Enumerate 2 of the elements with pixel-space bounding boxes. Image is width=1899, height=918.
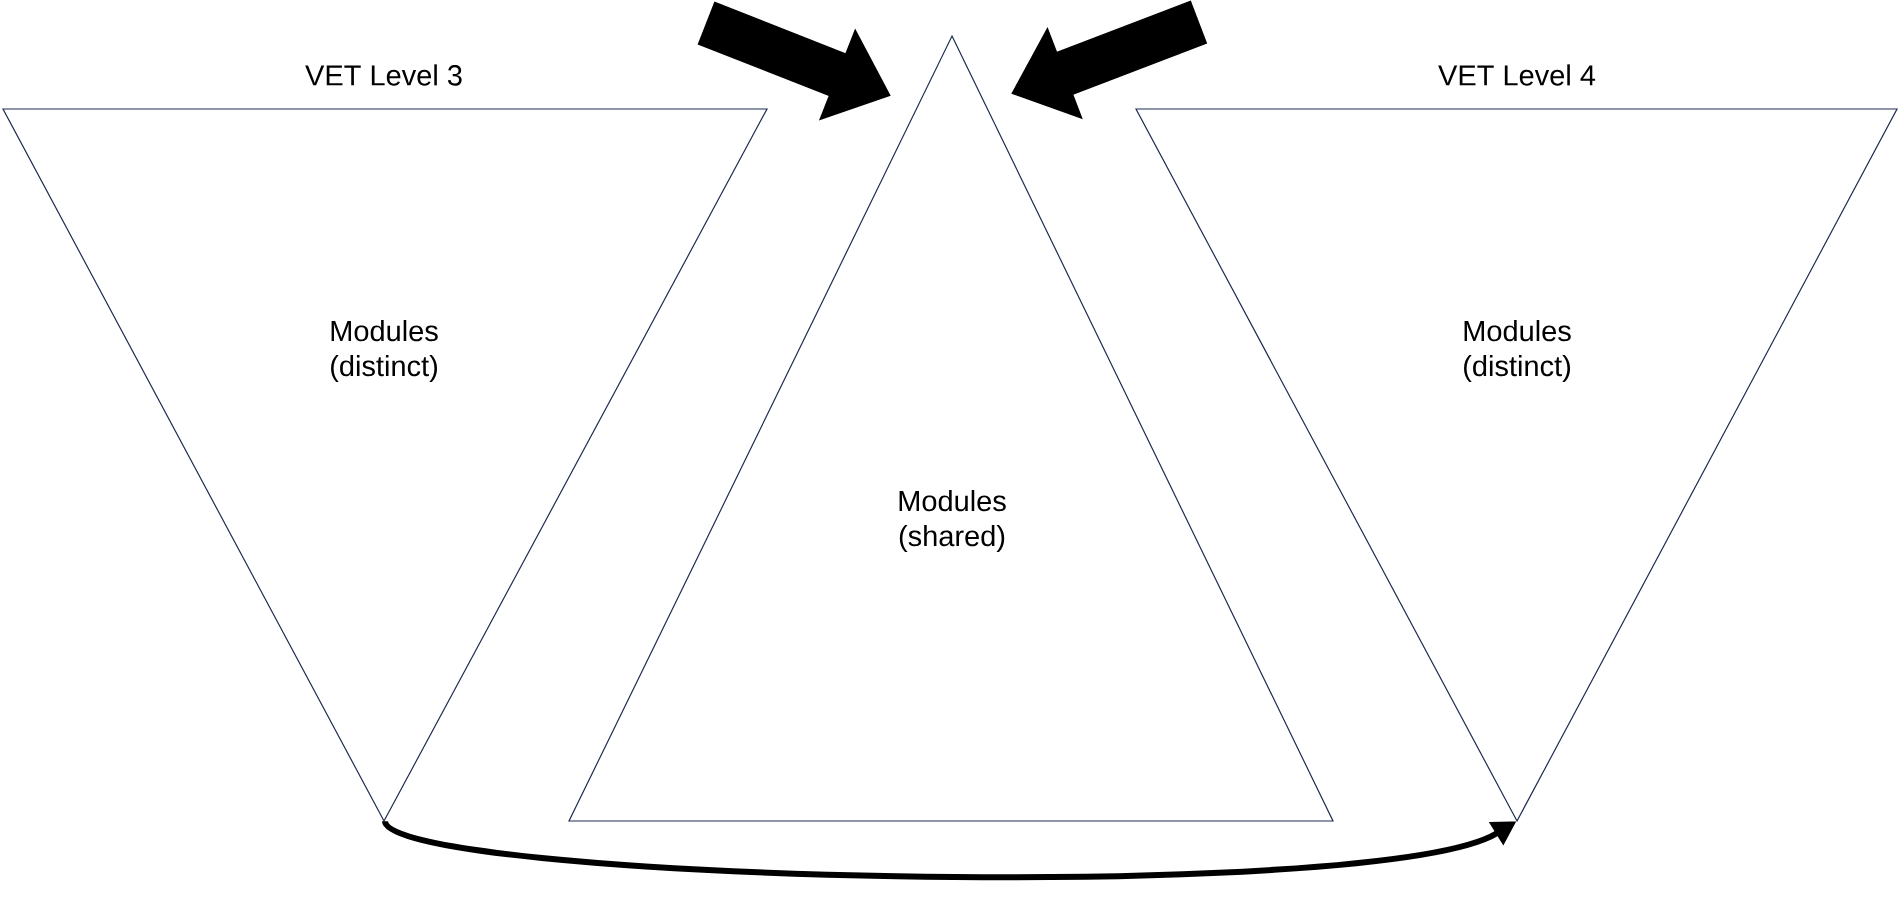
- node-label: VET Level 3: [305, 64, 462, 86]
- node-label: VET Level 4: [1438, 64, 1596, 86]
